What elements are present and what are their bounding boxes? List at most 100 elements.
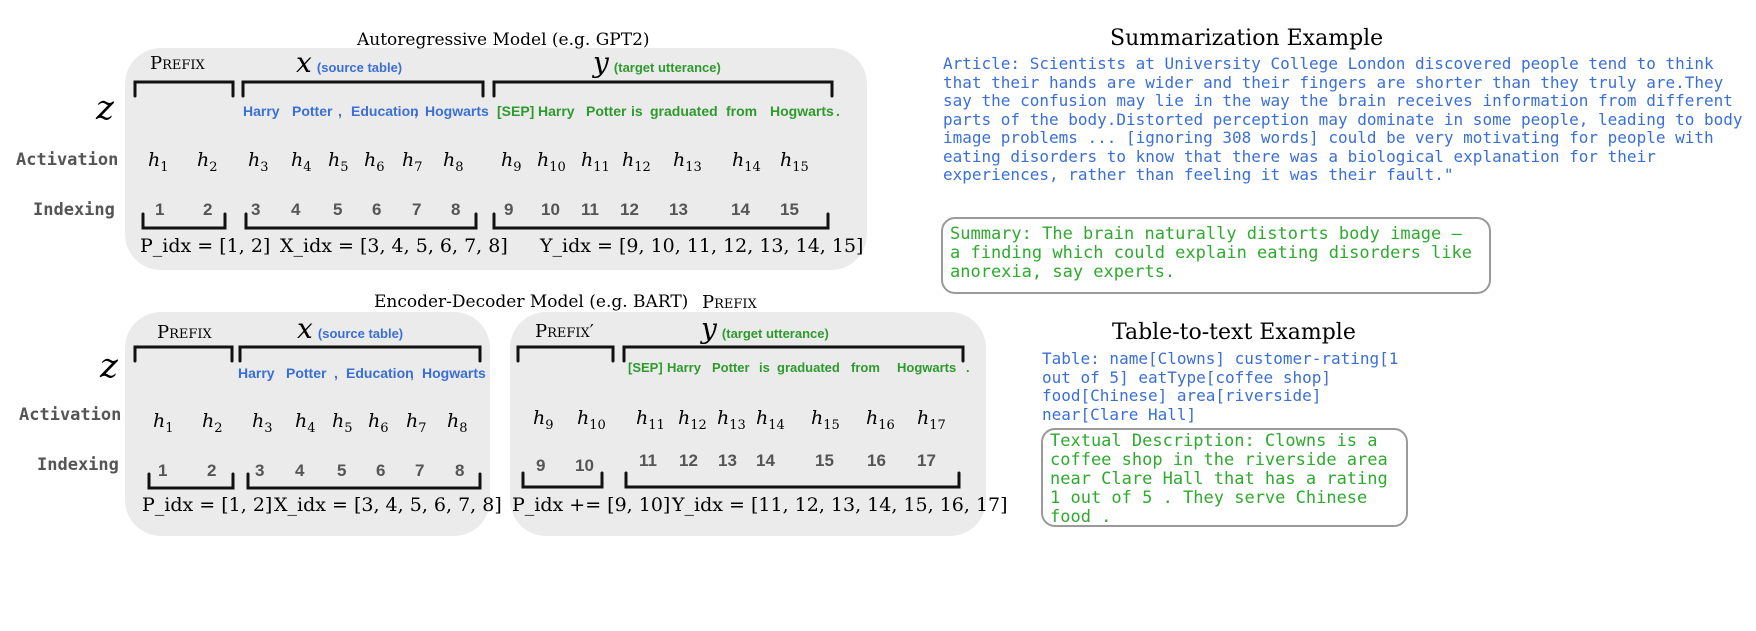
summarization-title: Summarization Example <box>1110 26 1384 51</box>
activation-h: h11 <box>636 407 665 433</box>
index-value: 3 <box>251 200 261 219</box>
x-symbol: x <box>297 312 313 345</box>
indexing-label: Indexing <box>33 200 115 220</box>
activation-h: h13 <box>717 407 746 433</box>
target-token: Hogwarts <box>770 103 834 119</box>
p-index-bracket <box>141 212 227 230</box>
encoder-panel <box>125 312 490 536</box>
x-subscript: (source table) <box>317 326 404 341</box>
index-value: 2 <box>207 461 217 480</box>
dec-p-index-bracket <box>521 471 604 489</box>
summary-text: Summary: The brain naturally distorts bo… <box>950 224 1472 282</box>
target-token: Potter <box>586 103 627 119</box>
target-token: Harry <box>538 103 575 119</box>
activation-h: h14 <box>756 407 785 433</box>
index-value: 5 <box>333 200 343 219</box>
target-token: [SEP] <box>628 360 663 375</box>
index-value: 15 <box>780 200 799 219</box>
p-idx-formula: P_idx = [1, 2] <box>142 494 273 516</box>
activation-h: h1 <box>153 410 174 436</box>
source-bracket <box>241 80 485 98</box>
activation-label: Activation <box>16 150 119 170</box>
prefix-label: Prefix <box>150 53 205 74</box>
activation-h: h2 <box>202 410 223 436</box>
x-subscript: (source table) <box>316 60 403 75</box>
index-value: 8 <box>451 200 461 219</box>
source-token: Education <box>346 365 414 381</box>
index-value: 12 <box>679 451 698 470</box>
enc-prefix-bracket <box>133 345 234 363</box>
activation-h: h9 <box>501 149 522 175</box>
dec-y-variable-label: y (target utterance) <box>701 312 829 345</box>
activation-h: h3 <box>248 149 269 175</box>
index-value: 11 <box>581 200 599 219</box>
x-index-bracket <box>244 212 478 230</box>
activation-h: h1 <box>148 149 169 175</box>
activation-h: h12 <box>622 149 651 175</box>
index-value: 5 <box>337 461 347 480</box>
prefix-bracket <box>133 80 235 98</box>
activation-h: h5 <box>328 149 349 175</box>
target-token: Potter <box>712 360 750 375</box>
activation-h: h8 <box>447 410 468 436</box>
index-value: 9 <box>504 200 514 219</box>
table-to-text-title: Table-to-text Example <box>1112 320 1356 345</box>
activation-h: h4 <box>295 410 316 436</box>
activation-h: h14 <box>732 149 761 175</box>
y-symbol: y <box>593 46 609 79</box>
decoder-panel <box>510 312 986 536</box>
target-token: Hogwarts <box>897 360 957 375</box>
target-token: graduated <box>650 103 718 119</box>
indexing-label: Indexing <box>37 455 119 475</box>
summary-box <box>941 217 1491 294</box>
index-value: 14 <box>731 200 750 219</box>
enc-x-index-bracket <box>246 472 482 490</box>
index-value: 2 <box>203 200 213 219</box>
z-label: z <box>100 346 118 386</box>
x-symbol: x <box>296 46 312 79</box>
index-value: 14 <box>756 451 775 470</box>
target-token: from <box>851 360 880 375</box>
index-value: 9 <box>536 456 546 475</box>
activation-h: h4 <box>291 149 312 175</box>
autoregressive-title: Autoregressive Model (e.g. GPT2) <box>357 30 650 50</box>
target-token: graduated <box>777 360 840 375</box>
y-idx-formula: Y_idx = [11, 12, 13, 14, 15, 16, 17] <box>672 494 1008 516</box>
index-value: 10 <box>541 200 560 219</box>
index-value: 15 <box>815 451 834 470</box>
source-token: Hogwarts <box>425 103 489 119</box>
source-token: , <box>410 365 414 381</box>
target-token: . <box>836 103 840 119</box>
enc-x-variable-label: x (source table) <box>297 312 403 345</box>
index-value: 1 <box>155 200 165 219</box>
index-value: 13 <box>669 200 688 219</box>
activation-h: h9 <box>533 407 554 433</box>
y-index-bracket <box>492 212 830 230</box>
activation-h: h5 <box>332 410 353 436</box>
activation-h: h3 <box>252 410 273 436</box>
target-token: is <box>759 360 770 375</box>
source-token: Harry <box>238 365 275 381</box>
y-subscript: (target utterance) <box>613 60 721 75</box>
index-value: 10 <box>575 456 594 475</box>
p-idx-append-formula: P_idx += [9, 10] <box>512 494 671 516</box>
activation-h: h12 <box>678 407 707 433</box>
target-token: is <box>631 103 643 119</box>
x-idx-formula: X_idx = [3, 4, 5, 6, 7, 8] <box>274 494 502 516</box>
index-value: 12 <box>620 200 639 219</box>
target-bracket <box>492 80 834 98</box>
x-idx-formula: X_idx = [3, 4, 5, 6, 7, 8] <box>280 235 508 257</box>
index-value: 4 <box>291 200 301 219</box>
autoregressive-panel <box>125 48 867 270</box>
source-token: , <box>414 103 418 119</box>
activation-h: h7 <box>406 410 427 436</box>
source-token: Potter <box>286 365 327 381</box>
target-token: [SEP] <box>497 103 535 119</box>
activation-h: h17 <box>917 407 946 433</box>
source-token: Education <box>351 103 419 119</box>
source-token: , <box>334 365 338 381</box>
index-value: 6 <box>376 461 386 480</box>
target-token: . <box>966 360 970 375</box>
description-text: Textual Description: Clowns is a coffee … <box>1050 431 1388 527</box>
